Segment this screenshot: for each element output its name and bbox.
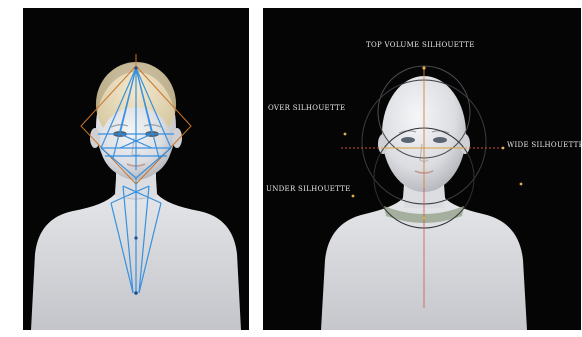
left-eye <box>401 137 415 143</box>
silhouette-panel: TOP VOLUME SILHOUETTE OVER SILHOUETTE WI… <box>263 8 581 330</box>
wide-silhouette-label: WIDE SILHOUETTE <box>507 141 581 149</box>
over-silhouette-label: OVER SILHOUETTE <box>268 104 345 112</box>
under-silhouette-label: UNDER SILHOUETTE <box>266 185 351 193</box>
silhouette-illustration <box>263 8 581 330</box>
right-eye <box>433 137 447 143</box>
face-proportion-illustration <box>23 8 249 330</box>
face-proportion-panel <box>23 8 249 330</box>
top-volume-silhouette-label: TOP VOLUME SILHOUETTE <box>366 41 475 49</box>
